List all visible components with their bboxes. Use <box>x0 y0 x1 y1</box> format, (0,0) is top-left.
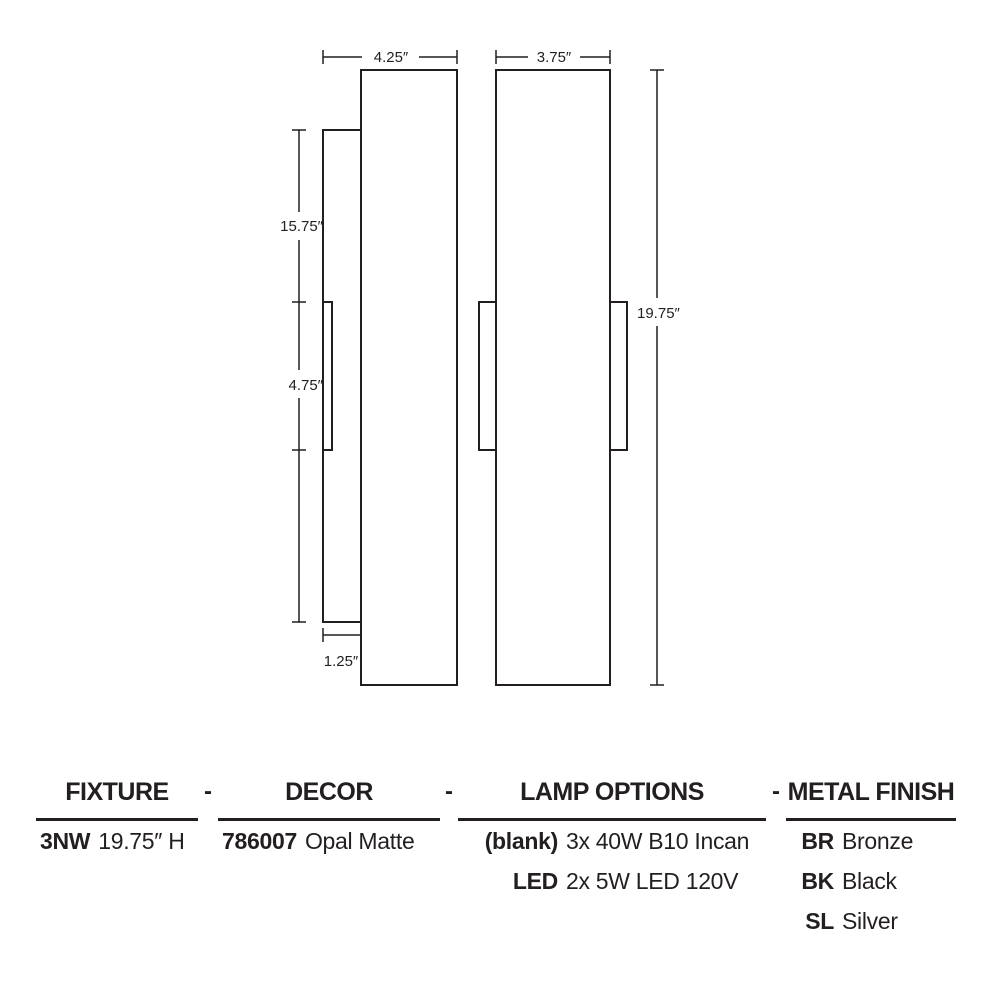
decor-code: 786007 <box>222 828 297 854</box>
finish-value: Black <box>842 868 897 894</box>
decor-header: DECOR <box>285 778 373 806</box>
overall-height-label: 19.75″ <box>637 305 681 322</box>
finish-code: SL <box>805 908 834 934</box>
separator-2: - <box>445 778 453 805</box>
lamp-header: LAMP OPTIONS <box>520 778 704 806</box>
lamp-option-blank: (blank) 3x 40W B10 Incan <box>476 828 750 855</box>
finish-option-silver: SL Silver <box>796 908 898 935</box>
bracket-depth-label: 1.25″ <box>324 653 359 670</box>
fixture-dimension-drawing: 4.25″ 3.75″ 15.75″ 4.75″ 19.75″ 1.25″ <box>280 49 681 686</box>
fixture-value: 19.75″ H <box>98 828 185 854</box>
side-view-body <box>360 69 458 686</box>
side-view-window <box>322 301 333 451</box>
finish-rule <box>786 818 956 821</box>
fixture-header: FIXTURE <box>65 778 169 806</box>
fixture-rule <box>36 818 198 821</box>
finish-code: BK <box>801 868 834 894</box>
lamp-value: 3x 40W B10 Incan <box>566 828 750 854</box>
fixture-row: 3NW 19.75″ H <box>40 828 185 855</box>
fixture-code: 3NW <box>40 828 91 854</box>
upper-height-label: 15.75″ <box>280 218 324 235</box>
ordering-spec-table: FIXTURE 3NW 19.75″ H - DECOR 786007 Opal M… <box>0 770 1000 970</box>
finish-option-bronze: BR Bronze <box>796 828 913 855</box>
finish-option-black: BK Black <box>796 868 897 895</box>
lamp-rule <box>458 818 766 821</box>
side-view-backplate <box>322 129 362 623</box>
finish-header: METAL FINISH <box>787 778 955 806</box>
finish-code: BR <box>801 828 834 854</box>
separator-1: - <box>204 778 212 805</box>
decor-rule <box>218 818 440 821</box>
separator-3: - <box>772 778 780 805</box>
finish-value: Bronze <box>842 828 914 854</box>
front-view-right-window <box>609 301 628 451</box>
lamp-code: LED <box>512 868 558 894</box>
lamp-value: 2x 5W LED 120V <box>566 868 739 894</box>
front-width-label: 3.75″ <box>537 49 572 66</box>
side-depth-label: 4.25″ <box>374 49 409 66</box>
lamp-option-led: LED 2x 5W LED 120V <box>476 868 739 895</box>
lamp-code: (blank) <box>484 828 559 854</box>
decor-value: Opal Matte <box>304 828 415 854</box>
decor-row: 786007 Opal Matte <box>222 828 415 855</box>
front-view-body <box>495 69 611 686</box>
front-view-left-window <box>478 301 497 451</box>
window-height-label: 4.75″ <box>288 377 323 394</box>
finish-value: Silver <box>842 908 898 934</box>
